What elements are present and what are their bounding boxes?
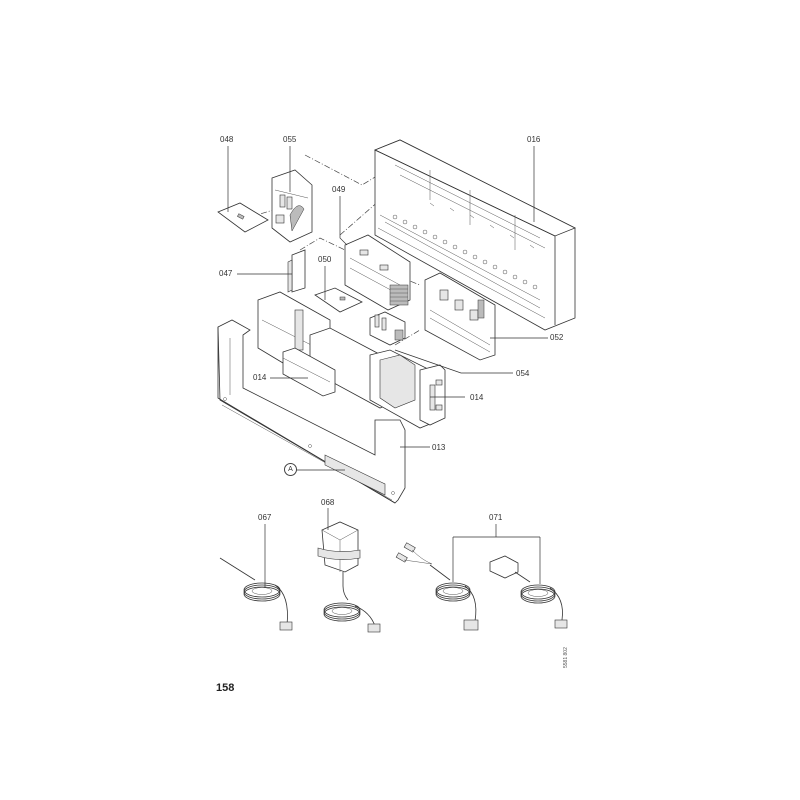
part-047-module <box>287 249 306 293</box>
part-016-housing <box>374 139 576 331</box>
part-052-board <box>424 272 496 361</box>
callout-050: 050 <box>318 255 332 264</box>
callout-071: 071 <box>489 513 503 522</box>
drawing-code: 5581 802 <box>563 647 569 668</box>
callout-055: 055 <box>283 135 297 144</box>
part-014-left-strip <box>282 347 336 397</box>
part-055-board <box>271 169 313 243</box>
callout-016: 016 <box>527 135 541 144</box>
part-048-board <box>217 202 269 233</box>
part-013-front-cover <box>217 319 406 504</box>
callout-054: 054 <box>516 369 530 378</box>
part-014-right-cover <box>419 364 446 426</box>
callout-068: 068 <box>321 498 335 507</box>
callout-013: 013 <box>432 443 446 452</box>
part-054-connector <box>369 311 406 346</box>
callout-047: 047 <box>219 269 233 278</box>
page-number: 158 <box>216 682 235 694</box>
callout-049: 049 <box>332 185 346 194</box>
callout-052: 052 <box>550 333 564 342</box>
part-067-sensor <box>219 557 293 631</box>
callout-014-right: 014 <box>470 393 484 402</box>
callout-014-left: 014 <box>253 373 267 382</box>
part-050-board <box>314 287 363 313</box>
part-068-clamp-sensor <box>317 521 381 633</box>
callout-048: 048 <box>220 135 234 144</box>
callout-067: 067 <box>258 513 272 522</box>
part-071-harness-set <box>395 542 568 631</box>
part-049-board <box>344 234 411 311</box>
leader-lines <box>227 146 548 588</box>
detail-marker-a: A <box>284 463 297 476</box>
